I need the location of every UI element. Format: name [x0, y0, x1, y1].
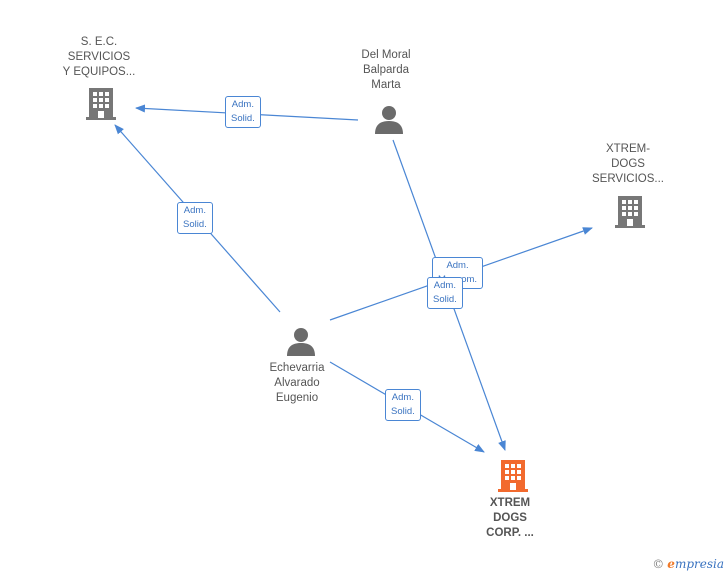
node-label-eugenio[interactable]: Echevarria Alvarado Eugenio: [237, 361, 357, 406]
node-line: CORP. ...: [486, 527, 534, 539]
edge-label-line: Solid.: [231, 113, 255, 124]
node-line: DOGS: [493, 512, 527, 524]
building-icon-highlighted[interactable]: [498, 458, 528, 492]
node-label-xtremdogs[interactable]: XTREM- DOGS SERVICIOS...: [568, 142, 688, 187]
node-line: Marta: [371, 79, 401, 91]
node-label-sec[interactable]: S. E.C. SERVICIOS Y EQUIPOS...: [39, 35, 159, 80]
edge-label-eugenio-xtremcorp[interactable]: Adm. Solid.: [385, 389, 421, 421]
node-line: S. E.C.: [80, 36, 118, 48]
person-icon[interactable]: [286, 326, 316, 356]
node-line: DOGS: [611, 158, 645, 170]
copyright-icon: ©: [652, 557, 665, 571]
edge-label-moral-xtremcorp[interactable]: Adm. Solid.: [427, 277, 463, 309]
edge-label-moral-sec[interactable]: Adm. Solid.: [225, 96, 261, 128]
edge-label-line: Solid.: [183, 219, 207, 230]
node-line: XTREM-: [605, 143, 651, 155]
person-icon[interactable]: [374, 104, 404, 134]
edge-label-eugenio-sec[interactable]: Adm. Solid.: [177, 202, 213, 234]
node-line: Balparda: [362, 64, 410, 76]
empresia-logo: ©empresia: [652, 557, 724, 571]
node-line: Del Moral: [361, 49, 411, 61]
edge-label-line: Adm.: [183, 205, 206, 216]
edge-label-line: Solid.: [433, 294, 457, 305]
node-label-moral[interactable]: Del Moral Balparda Marta: [326, 48, 446, 93]
node-line: Alvarado: [274, 377, 320, 389]
edge-label-line: Adm.: [391, 392, 414, 403]
brand-name: mpresia: [674, 557, 724, 571]
building-icon[interactable]: [86, 86, 116, 120]
edge-label-line: Adm.: [231, 99, 254, 110]
building-icon[interactable]: [615, 194, 645, 228]
node-line: SERVICIOS: [67, 51, 131, 63]
node-line: Echevarria: [269, 362, 325, 374]
edge-label-line: Adm.: [433, 280, 456, 291]
node-line: SERVICIOS...: [591, 173, 664, 185]
edge-label-line: Adm.: [446, 260, 469, 271]
node-line: XTREM: [489, 497, 531, 509]
node-line: Eugenio: [275, 392, 319, 404]
edge-label-line: Solid.: [391, 406, 415, 417]
node-label-xtremcorp[interactable]: XTREM DOGS CORP. ...: [450, 496, 570, 541]
brand-initial: e: [667, 557, 675, 571]
node-line: Y EQUIPOS...: [62, 66, 136, 78]
